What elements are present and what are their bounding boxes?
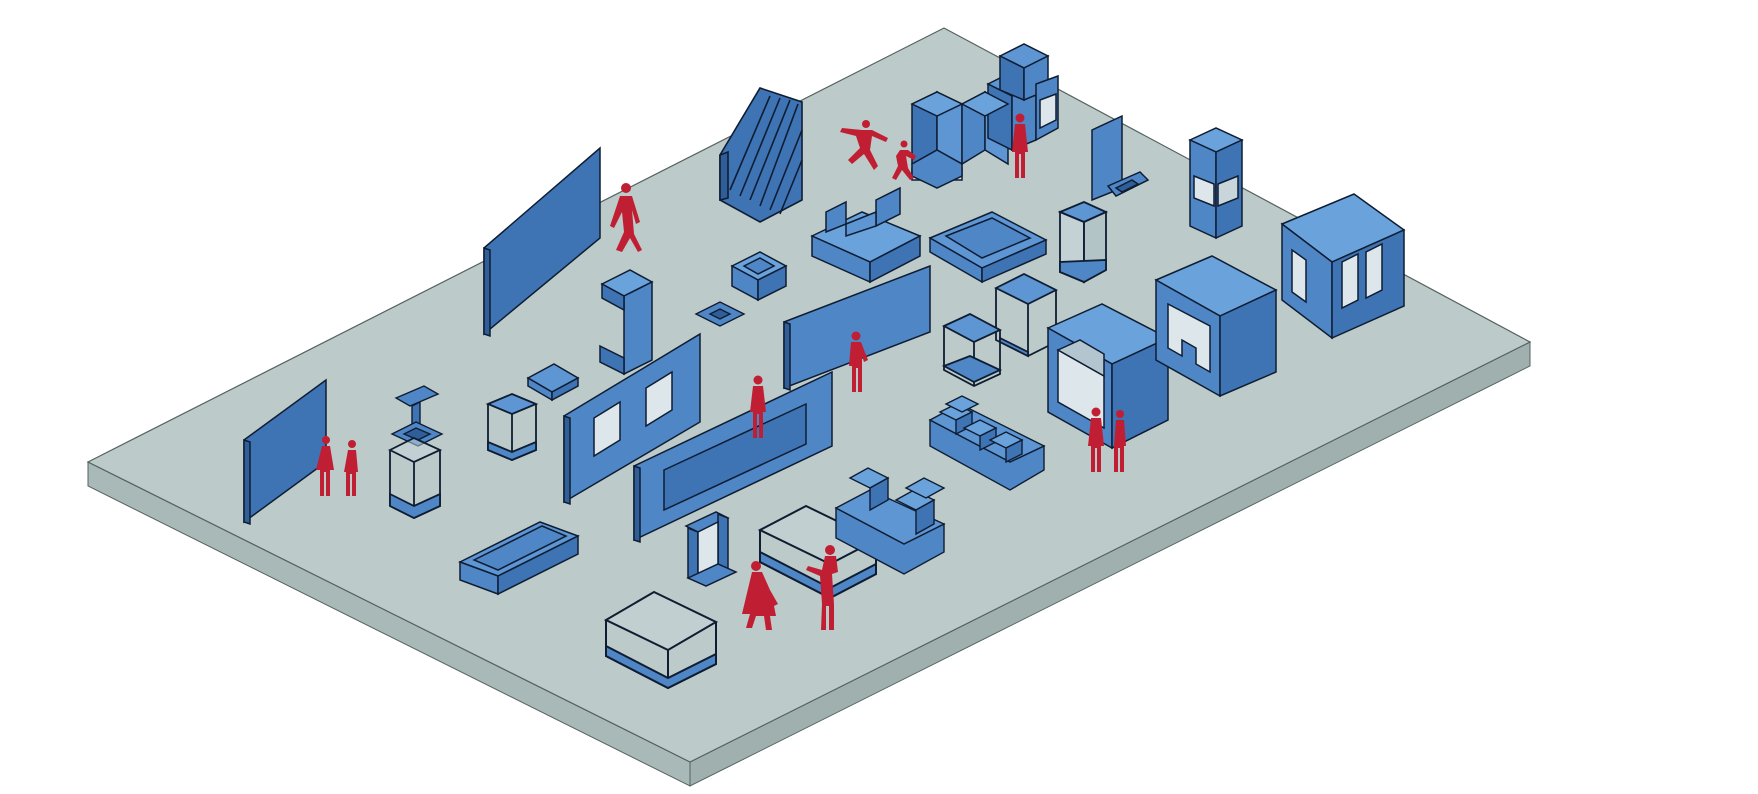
figure-dress-front: [742, 561, 778, 630]
bench-long: [458, 521, 580, 596]
cabinet-window-large: [1046, 303, 1170, 450]
cabinet-notched: [1154, 255, 1278, 398]
figure-jumping: [840, 120, 888, 170]
stepped-blocks-right: [928, 395, 1046, 491]
small-plinth: [730, 251, 788, 302]
figure-pair-cabinet: [1088, 407, 1126, 472]
pedestal-stand: [390, 385, 444, 447]
figure-pair-left: [316, 436, 358, 496]
open-frame-cubes: [941, 272, 1059, 388]
cabinet-triple-slot: [1280, 193, 1406, 340]
door-frame: [684, 511, 738, 587]
glass-vitrine-low: [603, 590, 719, 690]
lectern-top: [526, 363, 580, 402]
figure-at-vitrine: [806, 545, 838, 630]
figure-child: [892, 140, 916, 180]
figure-at-wall: [849, 331, 868, 392]
cube-stack-back: [910, 43, 1059, 189]
kiosk-tower: [1188, 127, 1244, 240]
framed-screen-wall: [633, 370, 833, 544]
l-bracket-shelf: [599, 269, 654, 376]
back-panel-with-tray: [1091, 114, 1150, 202]
tall-glass-cabinet: [1057, 201, 1109, 284]
mid-wall-panel: [783, 264, 931, 392]
wall-panel-tall-back: [483, 146, 601, 338]
wall-panel-left: [243, 378, 327, 526]
cube-open-small: [485, 393, 539, 461]
stepped-blocks-front: [834, 467, 946, 575]
square-platform: [928, 211, 1048, 284]
floor-plate: [694, 301, 746, 327]
glass-vitrine-tall: [387, 437, 443, 519]
louvre-panel-rack: [719, 87, 803, 223]
wall-with-windows: [563, 332, 701, 506]
figure-walking-back: [610, 183, 642, 252]
stepped-plinth: [810, 186, 922, 284]
figure-at-screen: [750, 375, 766, 438]
figure-standing-cubes: [1012, 113, 1028, 178]
